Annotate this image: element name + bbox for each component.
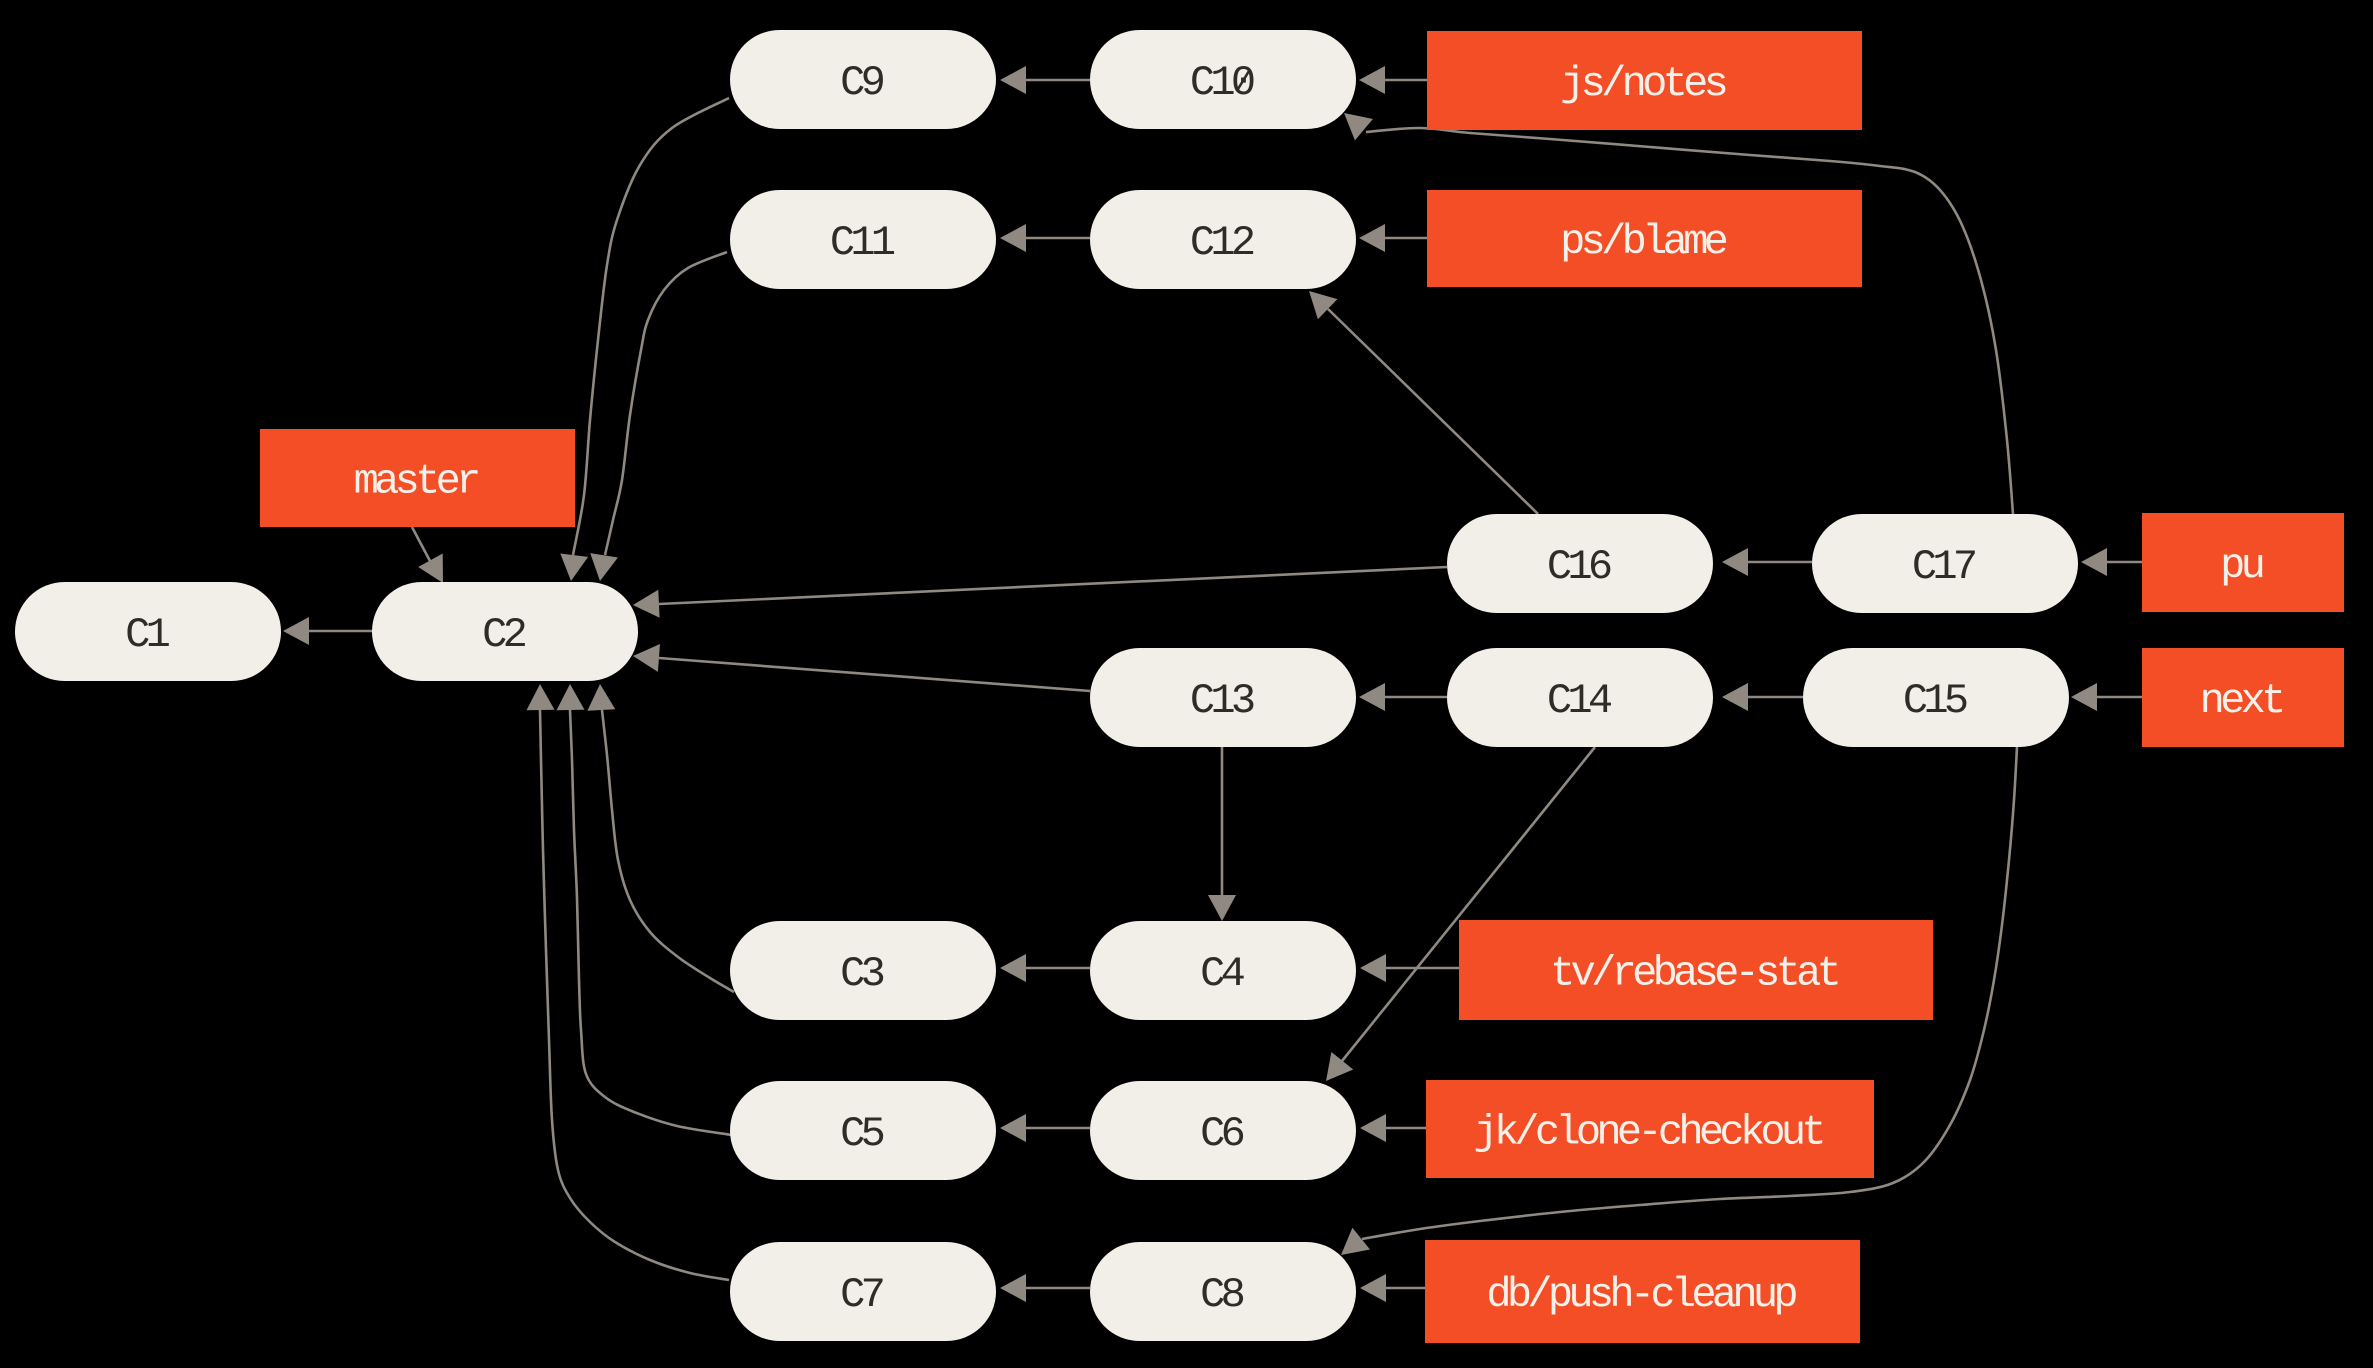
- svg-text:C1: C1: [125, 611, 170, 659]
- svg-text:C4: C4: [1200, 950, 1245, 998]
- svg-text:C15: C15: [1903, 677, 1967, 725]
- svg-text:C5: C5: [840, 1110, 884, 1158]
- svg-text:ps/blame: ps/blame: [1560, 218, 1727, 266]
- svg-text:pu: pu: [2220, 542, 2263, 590]
- svg-text:tv/rebase-stat: tv/rebase-stat: [1550, 950, 1838, 998]
- svg-text:C14: C14: [1547, 677, 1612, 725]
- svg-text:next: next: [2200, 677, 2283, 725]
- svg-text:C13: C13: [1190, 677, 1254, 725]
- svg-text:db/push-cleanup: db/push-cleanup: [1486, 1271, 1796, 1319]
- svg-text:C8: C8: [1200, 1271, 1244, 1319]
- svg-text:C9: C9: [840, 59, 884, 107]
- svg-text:master: master: [354, 458, 479, 506]
- svg-text:C7: C7: [840, 1271, 883, 1319]
- svg-text:C2: C2: [482, 611, 526, 659]
- svg-text:C3: C3: [840, 950, 884, 998]
- svg-text:C17: C17: [1912, 543, 1975, 591]
- svg-text:jk/clone-checkout: jk/clone-checkout: [1473, 1109, 1822, 1157]
- svg-text:js/notes: js/notes: [1560, 60, 1726, 108]
- svg-text:C10: C10: [1190, 59, 1254, 107]
- svg-text:C16: C16: [1547, 543, 1611, 591]
- svg-text:C11: C11: [830, 219, 895, 267]
- svg-text:C6: C6: [1200, 1110, 1244, 1158]
- svg-text:C12: C12: [1190, 219, 1254, 267]
